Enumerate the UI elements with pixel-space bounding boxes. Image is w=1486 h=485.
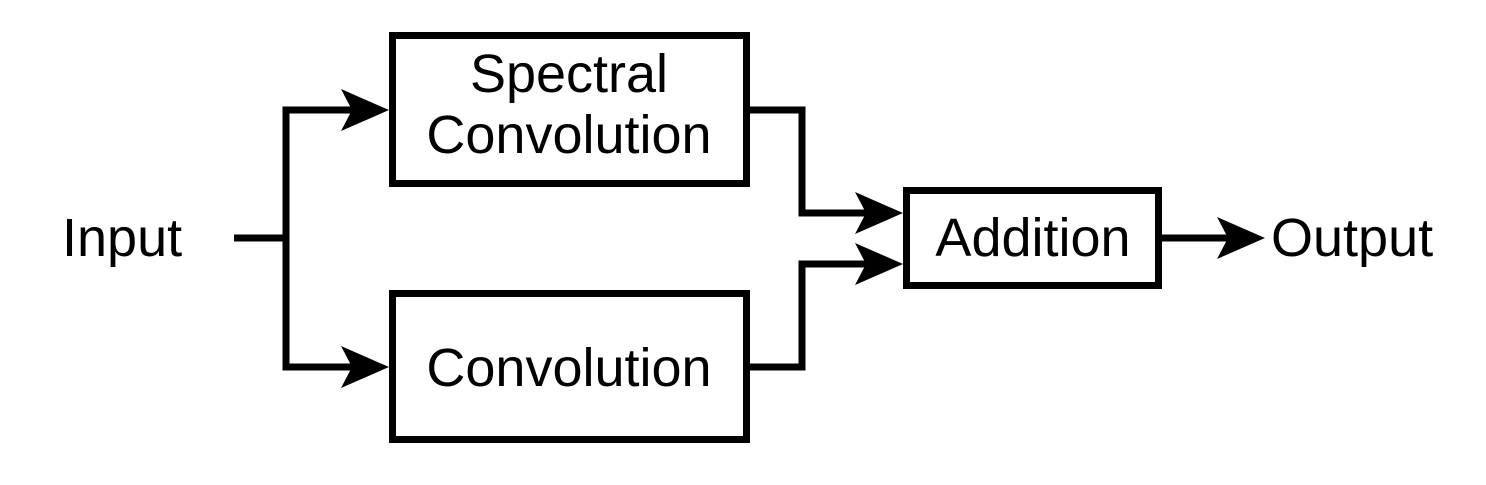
block-convolution-label: Convolution — [426, 338, 711, 398]
arrow-head-into-addition-top — [855, 192, 903, 234]
block-spectral-convolution-label-line1: Spectral — [470, 44, 668, 104]
arrow-head-into-addition-bottom — [855, 243, 903, 285]
arrow-head-into-output — [1217, 217, 1265, 259]
block-addition-border — [903, 187, 1162, 289]
block-addition[interactable]: Addition — [903, 187, 1162, 289]
block-convolution-border — [389, 290, 750, 443]
input-label: Input — [62, 208, 182, 268]
block-spectral-convolution-label-line2: Convolution — [426, 105, 711, 165]
block-spectral-convolution[interactable]: Spectral Convolution — [389, 32, 750, 187]
block-addition-label: Addition — [935, 208, 1130, 268]
edge-spectral-convolution-to-addition — [750, 106, 866, 217]
block-spectral-convolution-border — [389, 32, 750, 187]
output-label: Output — [1271, 208, 1433, 268]
block-convolution[interactable]: Convolution — [389, 290, 750, 443]
arrow-head-into-spectral-convolution — [341, 89, 389, 131]
arrow-head-into-convolution — [341, 346, 389, 388]
edge-convolution-to-addition — [750, 260, 866, 371]
